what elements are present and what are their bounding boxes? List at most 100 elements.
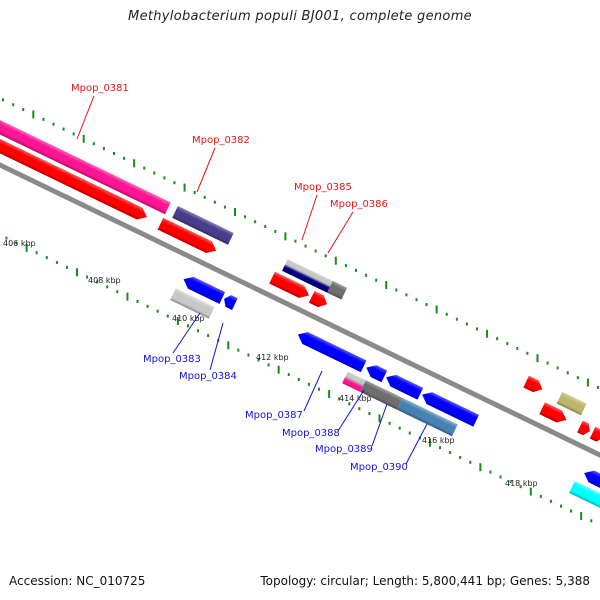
minor-tick xyxy=(96,280,99,284)
genome-backbone xyxy=(0,140,600,494)
minor-tick xyxy=(15,241,18,245)
major-tick xyxy=(586,378,589,387)
major-tick xyxy=(233,207,236,216)
minor-tick xyxy=(365,273,368,277)
gene-label-mpop-0390[interactable]: Mpop_0390 xyxy=(350,462,408,473)
gene-label-mpop-0389[interactable]: Mpop_0389 xyxy=(315,444,373,455)
major-tick xyxy=(536,354,539,363)
gene-feature-shading xyxy=(589,426,600,442)
minor-tick xyxy=(264,225,267,229)
minor-tick xyxy=(257,358,260,362)
gene-feature-shading xyxy=(308,290,328,308)
scale-label-406: 406 kbp xyxy=(3,239,36,248)
minor-tick xyxy=(294,239,297,243)
gene-label-mpop-0383[interactable]: Mpop_0383 xyxy=(143,354,201,365)
major-tick xyxy=(126,292,129,301)
minor-tick xyxy=(455,317,458,321)
minor-tick xyxy=(112,151,115,155)
minor-tick xyxy=(344,264,347,268)
minor-tick xyxy=(570,509,573,513)
minor-tick xyxy=(496,337,499,341)
minor-tick xyxy=(102,147,105,151)
minor-tick xyxy=(166,314,169,318)
major-tick xyxy=(277,365,280,374)
gene-feature-shading xyxy=(282,264,330,293)
minor-tick xyxy=(5,236,8,240)
gene-label-mpop-0381[interactable]: Mpop_0381 xyxy=(71,83,129,94)
major-tick xyxy=(176,316,179,325)
minor-tick xyxy=(2,98,5,102)
minor-tick xyxy=(368,412,371,416)
gene-label-mpop-0384[interactable]: Mpop_0384 xyxy=(179,371,237,382)
scale-label-418: 418 kbp xyxy=(505,479,538,488)
gene-label-mpop-0388[interactable]: Mpop_0388 xyxy=(282,428,340,439)
minor-tick xyxy=(45,256,48,260)
gene-label-mpop-0385[interactable]: Mpop_0385 xyxy=(294,182,352,193)
major-tick xyxy=(328,390,331,399)
major-tick xyxy=(284,232,287,241)
minor-tick xyxy=(153,171,156,175)
minor-tick xyxy=(146,304,149,308)
minor-tick xyxy=(375,278,378,282)
gene-label-mpop-0382[interactable]: Mpop_0382 xyxy=(192,135,250,146)
minor-tick xyxy=(439,446,442,450)
minor-tick xyxy=(318,387,321,391)
major-tick xyxy=(580,511,583,520)
minor-tick xyxy=(560,504,563,508)
minor-tick xyxy=(207,334,210,338)
scale-labels: 406 kbp 408 kbp 410 kbp 412 kbp 414 kbp … xyxy=(3,239,538,488)
minor-tick xyxy=(425,303,428,307)
minor-tick xyxy=(22,108,25,112)
minor-tick xyxy=(193,190,196,194)
gene-label-mpop-0386[interactable]: Mpop_0386 xyxy=(330,199,388,210)
minor-tick xyxy=(92,142,95,146)
minor-tick xyxy=(143,166,146,170)
minor-tick xyxy=(86,275,89,279)
minor-tick xyxy=(244,215,247,219)
minor-tick xyxy=(247,353,250,357)
major-tick xyxy=(428,438,431,447)
gene-feature-shading xyxy=(284,259,333,287)
leader-line-mpop-0388 xyxy=(337,389,365,432)
leader-line-mpop-0387 xyxy=(303,370,323,412)
gene-feature-shading xyxy=(366,365,388,383)
minor-tick xyxy=(506,342,509,346)
major-tick xyxy=(25,243,28,252)
leader-line-mpop-0382 xyxy=(196,147,216,193)
gene-feature-shading xyxy=(539,402,567,423)
minor-tick xyxy=(358,407,361,411)
leader-line-mpop-0385 xyxy=(301,194,318,241)
major-tick xyxy=(378,414,381,423)
genome-summary-text: Topology: circular; Length: 5,800,441 bp… xyxy=(260,574,590,588)
major-tick xyxy=(486,329,489,338)
minor-tick xyxy=(526,351,529,355)
minor-tick xyxy=(546,361,549,365)
minor-tick xyxy=(449,451,452,455)
leader-line-mpop-0381 xyxy=(76,95,95,140)
gene-feature-shading xyxy=(224,295,238,310)
minor-tick xyxy=(556,366,559,370)
minor-tick xyxy=(459,455,462,459)
minor-tick xyxy=(52,122,55,126)
minor-tick xyxy=(35,251,38,255)
minor-tick xyxy=(388,421,391,425)
major-tick xyxy=(334,256,337,265)
minor-tick xyxy=(314,249,317,253)
minor-tick xyxy=(398,426,401,430)
major-tick xyxy=(133,159,136,168)
minor-tick xyxy=(72,132,75,136)
map-title: Methylobacterium populi BJ001, complete … xyxy=(128,9,472,24)
minor-tick xyxy=(123,156,126,160)
minor-tick xyxy=(596,385,599,389)
minor-tick xyxy=(62,127,65,131)
minor-tick xyxy=(65,265,68,269)
gene-feature-shading xyxy=(0,13,147,220)
gene-feature-shading xyxy=(183,276,226,304)
leader-line-mpop-0383 xyxy=(172,312,201,354)
gene-label-mpop-0387[interactable]: Mpop_0387 xyxy=(245,410,303,421)
major-tick xyxy=(529,487,532,496)
gene-feature-shading xyxy=(397,398,458,437)
minor-tick xyxy=(304,244,307,248)
gene-feature-shading xyxy=(172,206,234,245)
